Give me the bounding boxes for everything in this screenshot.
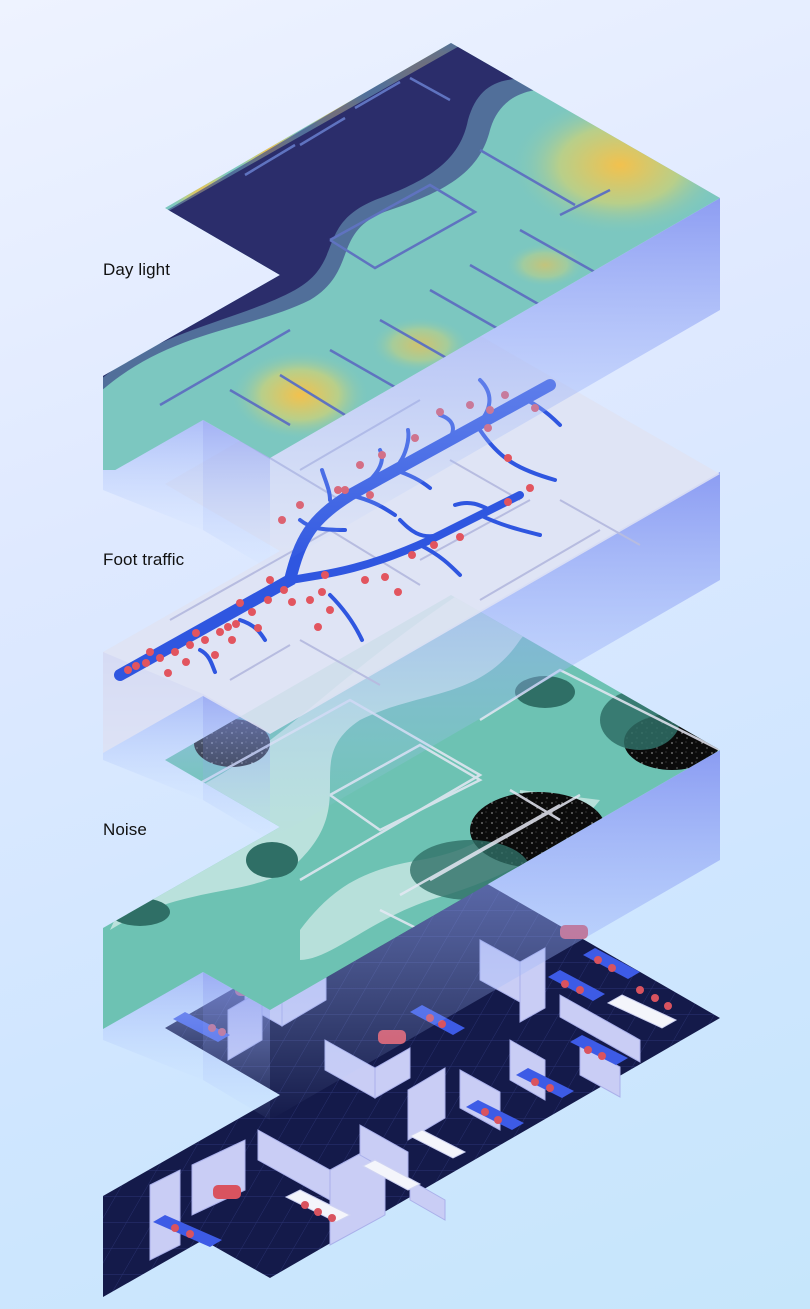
layer-label-foot-traffic: Foot traffic: [103, 550, 185, 569]
layer-label-daylight: Day light: [103, 260, 171, 279]
noise-side-right: [270, 750, 720, 1120]
floorplan-floor: [103, 863, 720, 1297]
traffic-plate: [103, 319, 720, 753]
layer-label-noise: Noise: [103, 820, 147, 839]
meeting-tables: [284, 994, 678, 1223]
daylight-side-right: [270, 198, 720, 570]
foot-traffic-layer: [103, 319, 720, 840]
traffic-side-right: [270, 472, 720, 840]
